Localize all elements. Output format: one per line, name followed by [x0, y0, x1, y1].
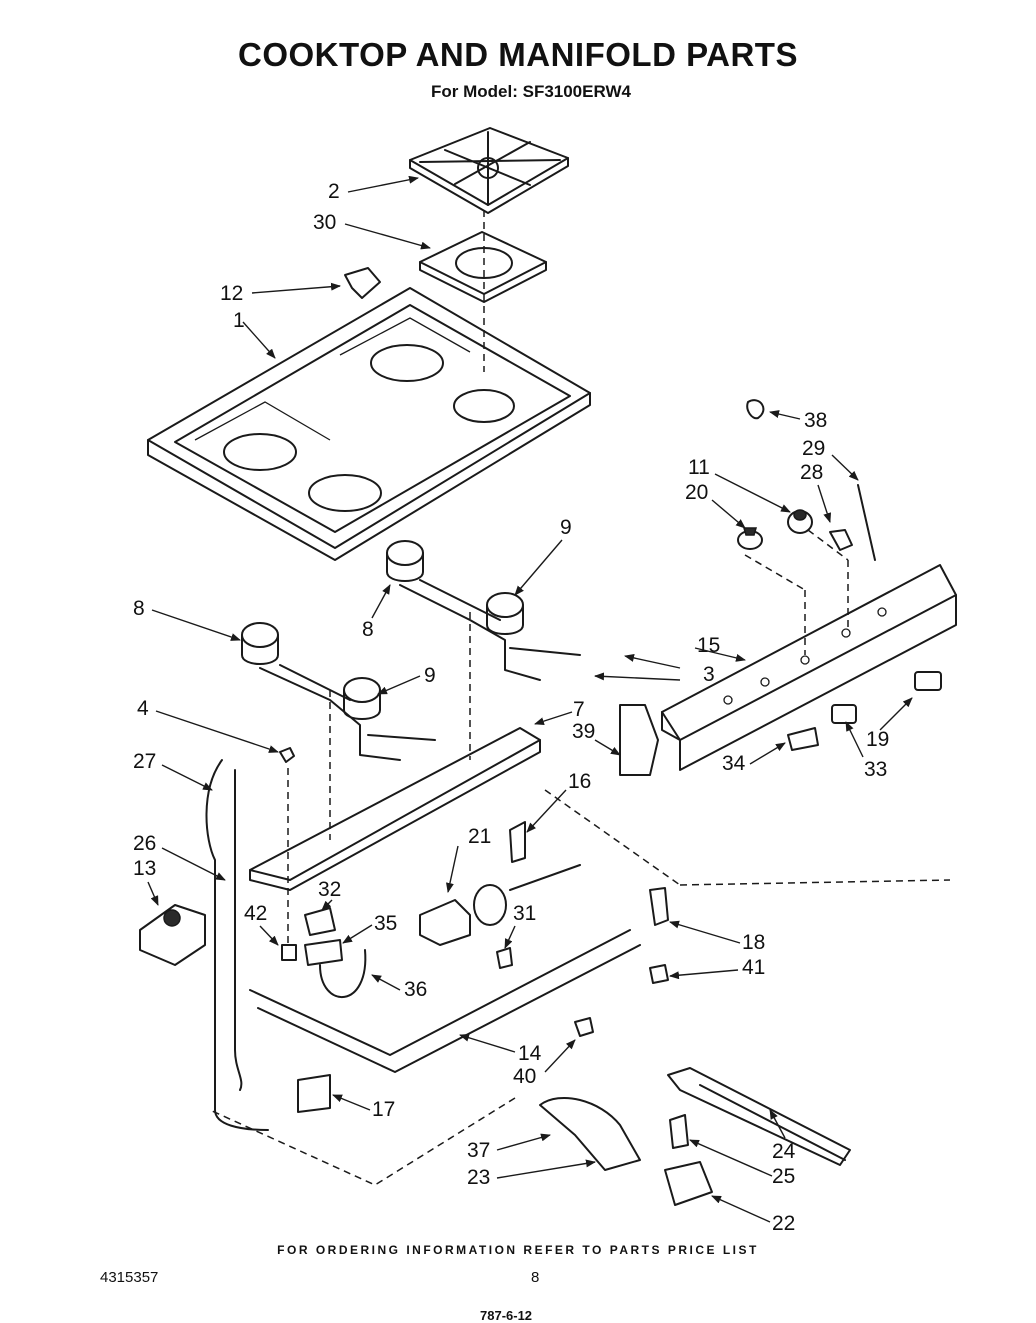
- pipe-fitting: [574, 1017, 594, 1037]
- hex-nut: [279, 747, 295, 763]
- safety-valve: [664, 1161, 713, 1206]
- callout-3: 3: [703, 663, 715, 686]
- ordering-footer: FOR ORDERING INFORMATION REFER TO PARTS …: [277, 1243, 759, 1257]
- callout-7: 7: [573, 698, 585, 721]
- callout-37: 37: [467, 1139, 490, 1162]
- ignition-rod: [857, 484, 876, 561]
- document-number: 4315357: [100, 1269, 159, 1286]
- cooktop-hinge-bracket: [344, 267, 381, 299]
- callout-26: 26: [133, 832, 156, 855]
- callout-8-front: 8: [133, 597, 145, 620]
- wire-clip: [746, 399, 765, 420]
- callout-40: 40: [513, 1065, 536, 1088]
- callout-32: 32: [318, 878, 341, 901]
- callout-17: 17: [372, 1098, 395, 1121]
- ignitor-wire: [319, 949, 367, 999]
- callout-29: 29: [802, 437, 825, 460]
- callout-22: 22: [772, 1212, 795, 1235]
- switch-mount: [831, 704, 857, 724]
- callout-34: 34: [722, 752, 746, 775]
- callout-1: 1: [233, 309, 245, 332]
- callout-30: 30: [313, 211, 336, 234]
- callout-42: 42: [244, 902, 267, 925]
- callout-35: 35: [374, 912, 397, 935]
- top-burner-assembly-front: [241, 622, 436, 761]
- ignition-switch: [914, 671, 942, 691]
- gas-supply-tubing: [205, 759, 269, 1131]
- valve-spring: [829, 529, 853, 551]
- callout-39: 39: [572, 720, 595, 743]
- cooktop-main-top: [147, 287, 591, 561]
- oven-burner: [667, 1067, 851, 1166]
- mounting-bracket: [297, 1074, 331, 1113]
- print-stamp: 787-6-12: [480, 1308, 533, 1323]
- callout-13: 13: [133, 857, 156, 880]
- callout-28: 28: [800, 461, 823, 484]
- burner-support-bracket: [249, 727, 541, 891]
- control-knob: [737, 527, 763, 550]
- callout-20: 20: [685, 481, 708, 504]
- thermostat-valve: [419, 821, 526, 946]
- oven-valve-bracket: [649, 887, 669, 926]
- page-number: 8: [531, 1269, 540, 1286]
- callout-16: 16: [568, 770, 591, 793]
- pressure-regulator: [139, 904, 206, 966]
- burner-grate: [409, 127, 569, 214]
- callout-21: 21: [468, 825, 491, 848]
- callout-19: 19: [866, 728, 889, 751]
- callout-2: 2: [328, 180, 340, 203]
- page-title: COOKTOP AND MANIFOLD PARTS: [238, 36, 798, 73]
- thermostat-sensing-bulb: [509, 864, 581, 891]
- callout-9-front: 9: [424, 664, 436, 687]
- callout-14: 14: [518, 1042, 542, 1065]
- callout-24: 24: [772, 1140, 796, 1163]
- callout-27: 27: [133, 750, 156, 773]
- manifold-pipe: [249, 929, 641, 1073]
- top-burner-assembly-rear: [386, 540, 581, 681]
- pilot-tubing: [234, 769, 243, 1091]
- callout-33: 33: [864, 758, 887, 781]
- callout-18: 18: [742, 931, 765, 954]
- callout-25: 25: [772, 1165, 795, 1188]
- callout-15: 15: [697, 634, 720, 657]
- oven-pilot: [539, 1096, 641, 1171]
- spacer: [281, 944, 297, 961]
- callout-41: 41: [742, 956, 765, 979]
- callout-11: 11: [688, 456, 710, 479]
- pilot-burner: [669, 1114, 689, 1149]
- callout-36: 36: [404, 978, 427, 1001]
- callout-4: 4: [137, 697, 149, 720]
- callout-8-rear: 8: [362, 618, 374, 641]
- oven-valve-nut: [649, 964, 669, 984]
- callout-9-rear: 9: [560, 516, 572, 539]
- orifice-hood: [496, 947, 513, 969]
- burner-bowl: [419, 231, 547, 303]
- heat-shield: [619, 704, 659, 776]
- control-panel-manifold: [661, 564, 957, 771]
- knob-insert: [787, 509, 813, 534]
- callout-12: 12: [220, 282, 243, 305]
- spark-module-bracket: [787, 727, 819, 751]
- callout-23: 23: [467, 1166, 490, 1189]
- callout-31: 31: [513, 902, 536, 925]
- ignitor: [304, 939, 343, 966]
- valve-bracket: [304, 907, 336, 936]
- model-subtitle: For Model: SF3100ERW4: [431, 82, 631, 101]
- callout-38: 38: [804, 409, 827, 432]
